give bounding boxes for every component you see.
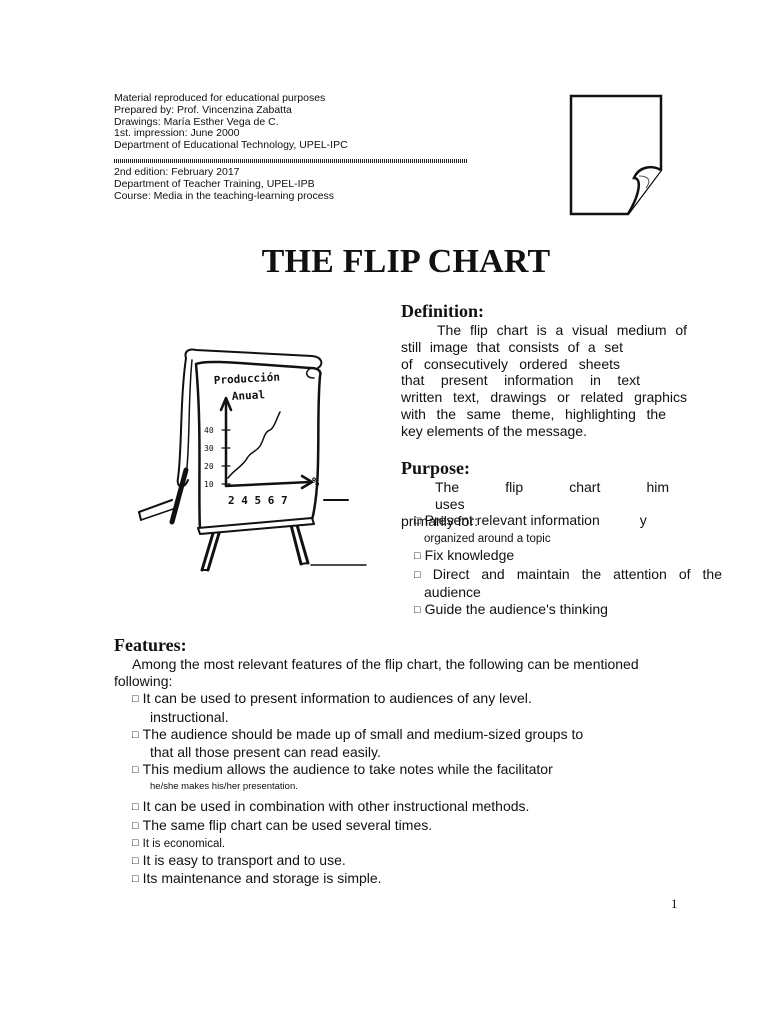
definition-line: The flip chart is a visual medium of <box>437 322 687 338</box>
list-item: It can be used in combination with other… <box>132 798 652 817</box>
purpose-item-text: Direct and maintain the attention of the <box>432 565 722 582</box>
features-intro-line: following: <box>114 672 173 689</box>
feature-text: This medium allows the audience to take … <box>142 761 553 778</box>
feature-text: It can be used to present information to… <box>142 690 532 706</box>
chart-title-line-1: Producción <box>213 371 280 387</box>
chart-title-line-2: Anual <box>231 388 265 403</box>
purpose-item-text: Present relevant information <box>424 512 600 528</box>
page-title: THE FLIP CHART <box>261 243 551 280</box>
y-tick-label: 20 <box>204 462 214 471</box>
feature-text: It is economical. <box>142 837 226 850</box>
list-item: Present relevant information y <box>414 512 722 531</box>
definition-line: of consecutively ordered sheets <box>401 355 620 372</box>
page-number: 1 <box>671 896 678 911</box>
list-item-continued: audience <box>424 584 481 601</box>
y-tick-label: 30 <box>204 444 214 453</box>
list-item: Its maintenance and storage is simple. <box>132 870 652 889</box>
definition-line: with the same theme, highlighting the <box>401 405 666 422</box>
list-item: It is easy to transport and to use. <box>132 852 652 871</box>
list-item: The audience should be made up of small … <box>132 726 652 745</box>
feature-text: It is easy to transport and to use. <box>142 851 346 868</box>
list-item: Guide the audience's thinking <box>414 601 722 620</box>
feature-text: The same flip chart can be used several … <box>142 816 433 833</box>
list-item: This medium allows the audience to take … <box>132 761 652 780</box>
feature-text: The audience should be made up of small … <box>142 725 584 742</box>
definition-line: key elements of the message. <box>401 422 587 439</box>
edition-line: Department of Teacher Training, UPEL-IPB <box>114 177 315 190</box>
definition-text: The flip chart is a visual medium of sti… <box>401 322 687 440</box>
flip-chart-illustration: Producción Anual 40 30 20 10 2 4 5 6 7 % <box>138 348 367 572</box>
credits-block: Material reproduced for educational purp… <box>114 92 348 152</box>
list-item-continued: instructional. <box>150 708 229 725</box>
list-item: It can be used to present information to… <box>132 690 652 709</box>
list-item-continued: organized around a topic <box>424 532 551 545</box>
credit-line: Prepared by: Prof. Vincenzina Zabatta <box>114 103 292 116</box>
features-list: It can be used to present information to… <box>132 690 652 889</box>
credit-line: Department of Educational Technology, UP… <box>114 139 348 152</box>
list-item: The same flip chart can be used several … <box>132 817 652 836</box>
percent-unit-label: % <box>312 475 320 489</box>
credit-line: Drawings: María Esther Vega de C. <box>114 115 279 128</box>
purpose-item-text: Fix knowledge <box>424 546 515 563</box>
credit-line: 1st. impression: June 2000 <box>114 127 240 140</box>
y-tick-label: 40 <box>204 426 214 435</box>
features-heading: Features: <box>114 635 187 655</box>
purpose-heading: Purpose: <box>401 458 470 478</box>
page-curl-icon <box>569 94 663 216</box>
edition-line: Course: Media in the teaching-learning p… <box>114 189 335 202</box>
purpose-item-text: Guide the audience's thinking <box>424 601 608 618</box>
features-intro-line: Among the most relevant features of the … <box>132 656 639 672</box>
edition-line: 2nd edition: February 2017 <box>114 166 240 178</box>
dotted-divider <box>114 159 468 163</box>
list-item: Direct and maintain the attention of the <box>414 566 722 585</box>
features-intro: Among the most relevant features of the … <box>114 656 692 690</box>
list-item: It is economical. <box>132 836 652 852</box>
purpose-intro-line: The flip chart him uses <box>435 479 669 512</box>
purpose-list: Present relevant information y organized … <box>414 512 722 620</box>
feature-text: It can be used in combination with other… <box>142 797 530 814</box>
y-tick-label: 10 <box>204 480 214 489</box>
x-tick-labels: 2 4 5 6 7 <box>228 494 288 507</box>
list-item-continued: he/she makes his/her presentation. <box>150 780 298 792</box>
list-item-continued: that all those present can read easily. <box>150 744 381 761</box>
definition-heading: Definition: <box>401 301 484 321</box>
definition-line: that present information in text <box>401 372 640 389</box>
credit-line: Material reproduced for educational purp… <box>114 92 326 104</box>
definition-line: written text, drawings or related graphi… <box>401 389 687 406</box>
edition-block: 2nd edition: February 2017 Department of… <box>114 166 335 202</box>
purpose-item-extra: y <box>639 512 647 528</box>
list-item: Fix knowledge <box>414 547 722 566</box>
feature-text: Its maintenance and storage is simple. <box>142 870 382 887</box>
definition-line: still image that consists of a set <box>401 338 623 355</box>
